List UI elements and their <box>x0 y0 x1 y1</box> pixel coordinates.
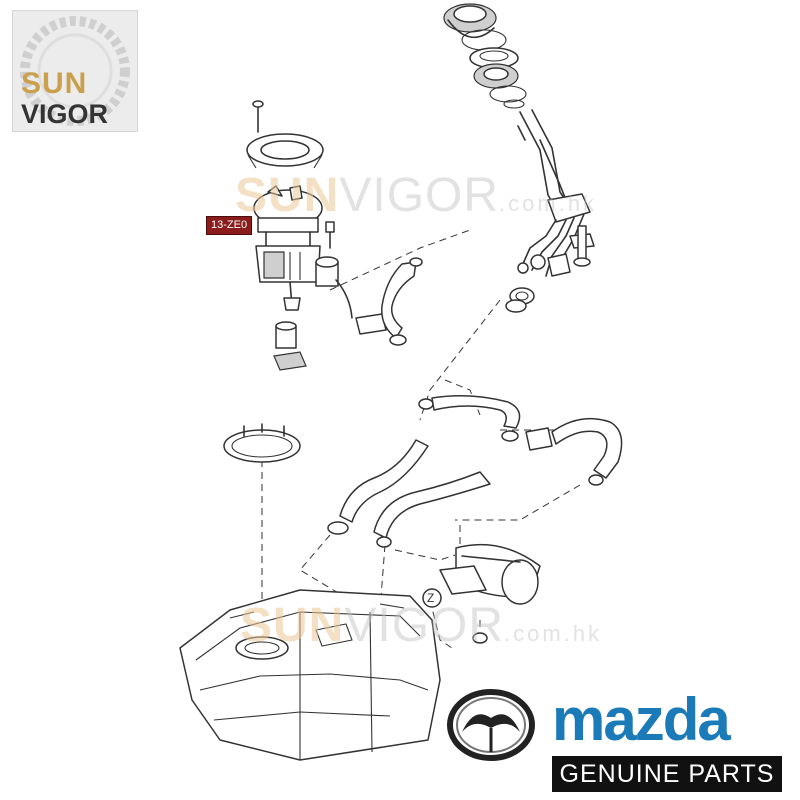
watermark-vigor: VIGOR <box>344 599 505 652</box>
sunvigor-logo: SUN VIGOR <box>12 10 138 132</box>
filler-hose-lower <box>327 439 429 535</box>
breather-hose-mid <box>418 395 521 442</box>
watermark-domain: .com.hk <box>504 621 603 646</box>
mazda-wordmark: mazda <box>552 686 731 753</box>
watermark-text-upper: SUNVIGOR.com.hk <box>235 168 597 223</box>
charcoal-canister <box>439 543 541 605</box>
watermark-vigor: VIGOR <box>339 169 500 222</box>
return-hose-lower <box>373 471 491 548</box>
watermark-text-lower: SUNVIGOR.com.hk <box>240 598 602 653</box>
fuel-pump-module <box>253 185 323 311</box>
watermark-domain: .com.hk <box>499 191 598 216</box>
tank-gasket <box>223 423 301 463</box>
mazda-emblem-icon <box>447 689 535 761</box>
genuine-parts-badge: GENUINE PARTS <box>552 756 782 792</box>
fuel-filter-lower <box>273 321 307 371</box>
pump-bolt <box>252 100 264 133</box>
watermark-sun: SUN <box>240 599 345 652</box>
filler-hose-clamp <box>505 287 535 313</box>
vent-hose-upper <box>381 257 423 346</box>
gear-icon <box>20 16 130 126</box>
pump-retainer-ring <box>246 133 324 169</box>
logo-vigor-text: VIGOR <box>21 99 109 129</box>
breather-hose-right <box>525 417 623 486</box>
view-marker-label: Z <box>427 591 435 605</box>
fuel-filler-pipe <box>517 109 595 277</box>
view-marker <box>422 588 442 608</box>
canister-grommet <box>472 632 488 644</box>
fuel-sender-unit <box>315 221 387 335</box>
fuel-filler-cap <box>443 3 507 51</box>
watermark-sun: SUN <box>235 169 340 222</box>
logo-sun-text: SUN <box>21 67 88 100</box>
filler-neck-seal <box>469 47 527 109</box>
part-callout-label: 13-ZE0 <box>206 216 253 235</box>
fuel-tank <box>179 589 441 761</box>
